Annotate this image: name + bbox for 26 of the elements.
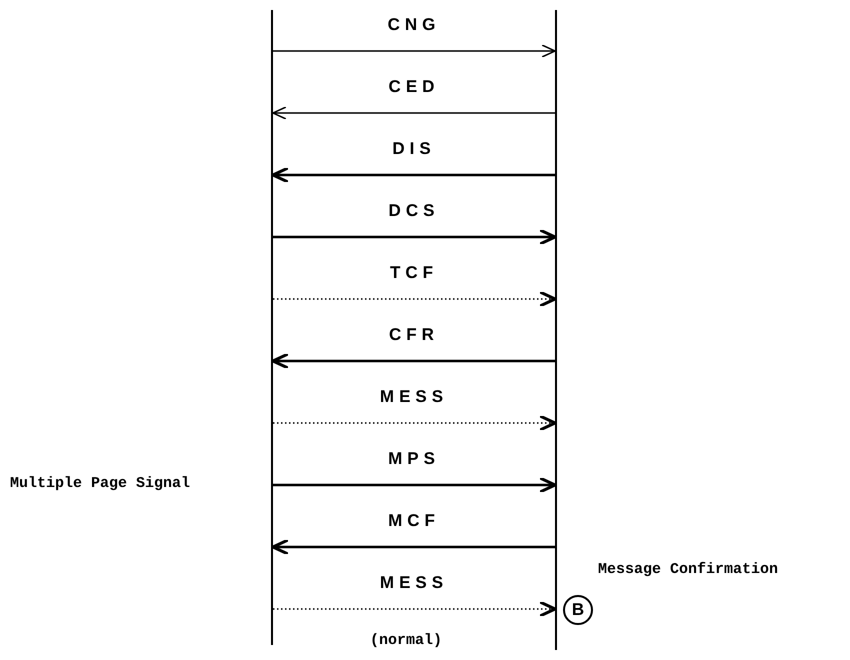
signal-label: DIS bbox=[391, 139, 437, 159]
signal-label: TCF bbox=[388, 263, 440, 283]
signal-label: MCF bbox=[387, 511, 441, 531]
signal-label: CED bbox=[388, 77, 440, 97]
arrow bbox=[273, 228, 556, 246]
annotation-text: (normal) bbox=[370, 632, 442, 649]
arrow bbox=[273, 600, 556, 618]
annotation-text: Message Confirmation bbox=[598, 561, 778, 578]
signal-label: MPS bbox=[387, 449, 441, 469]
arrow bbox=[273, 414, 556, 432]
arrow bbox=[273, 476, 556, 494]
arrow bbox=[273, 290, 556, 308]
signal-label: MESS bbox=[378, 387, 450, 407]
arrow bbox=[272, 352, 555, 370]
signal-label: DCS bbox=[388, 201, 440, 221]
signal-label: CFR bbox=[388, 325, 440, 345]
lifeline bbox=[271, 10, 273, 645]
signal-label: MESS bbox=[378, 573, 450, 593]
arrow bbox=[272, 538, 555, 556]
annotation-text: Multiple Page Signal bbox=[10, 475, 190, 492]
arrow bbox=[272, 106, 555, 120]
lifeline bbox=[555, 10, 557, 650]
arrow bbox=[273, 44, 556, 58]
arrow bbox=[272, 166, 555, 184]
signal-label: CNG bbox=[386, 15, 442, 35]
callout-letter: B bbox=[563, 595, 593, 625]
